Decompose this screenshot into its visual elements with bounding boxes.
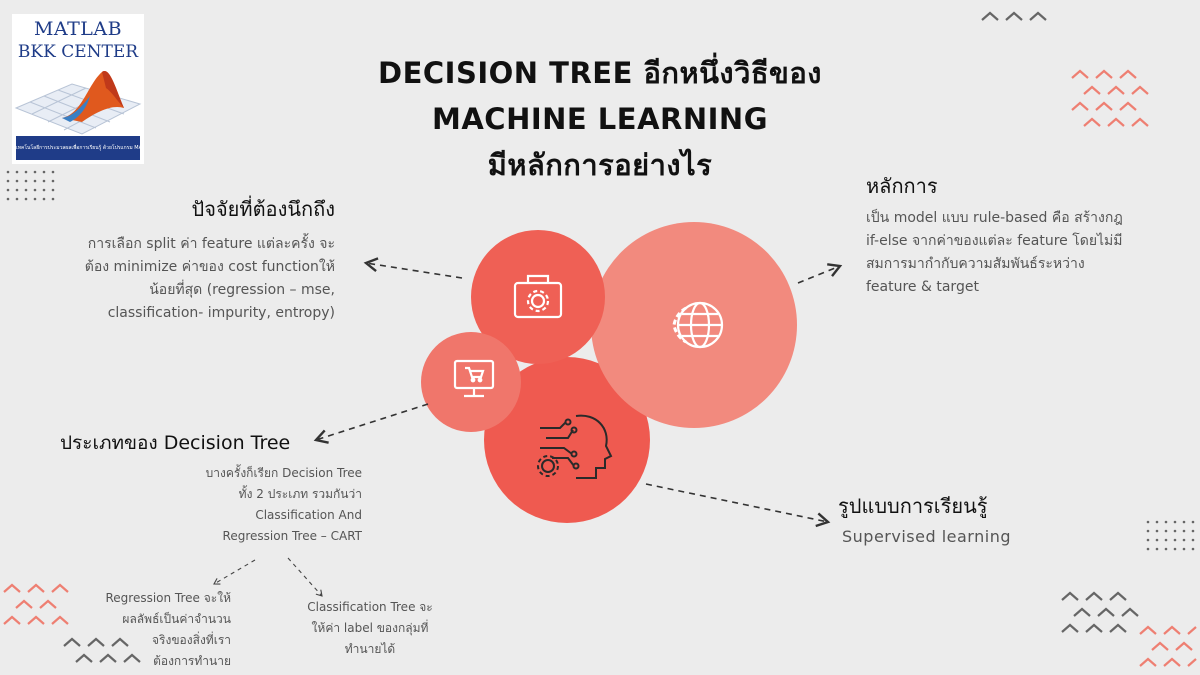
- regression-line-4: ต้องการทำนาย: [153, 654, 231, 668]
- classification-line-2: ให้ค่า label ของกลุ่มที่: [311, 621, 429, 635]
- regression-line-1: Regression Tree จะให้: [105, 591, 231, 605]
- circle-factors: [471, 230, 605, 364]
- regression-line-3: จริงของสิ่งที่เรา: [152, 633, 231, 647]
- factors-heading: ปัจจัยที่ต้องนึกถึง: [191, 197, 335, 221]
- globe-gear-icon: [672, 301, 724, 349]
- connector-factors: [363, 257, 463, 279]
- briefcase-gear-icon: [513, 274, 563, 319]
- factors-line-1: การเลือก split ค่า feature แต่ละครั้ง จะ: [87, 236, 335, 252]
- circle-ai: [484, 357, 650, 523]
- ai-head-gear-icon: [537, 414, 613, 479]
- regression-tree-note: Regression Tree จะให้ ผลลัพธ์เป็นค่าจำนว…: [96, 588, 231, 672]
- types-line-1: บางครั้งก็เรียก Decision Tree: [205, 466, 362, 480]
- chevron-pattern-bottom-right-dark: [1061, 591, 1139, 633]
- connector-principle: [797, 263, 843, 284]
- connectors-small: [213, 557, 323, 597]
- principle-line-3: สมการมากำกับความสัมพันธ์ระหว่าง: [866, 256, 1085, 272]
- principle-line-2: if-else จากค่าของแต่ละ feature โดยไม่มี: [866, 233, 1123, 249]
- classification-line-3: ทำนายได้: [344, 642, 396, 656]
- logo-strip: เทคโนโลยีการประมวลผลเพื่อการเรียนรู้ ด้ว…: [16, 136, 140, 160]
- circle-types: [421, 332, 521, 432]
- chevron-pattern-bottom-left-dark: [63, 637, 141, 663]
- types-line-3: Classification And: [255, 508, 362, 522]
- factors-description: การเลือก split ค่า feature แต่ละครั้ง จะ…: [40, 233, 335, 325]
- factors-line-2: ต้อง minimize ค่าของ cost functionให้: [84, 259, 335, 275]
- regression-line-2: ผลลัพธ์เป็นค่าจำนวน: [122, 612, 231, 626]
- logo-line-2: BKK CENTER: [17, 42, 139, 62]
- types-line-2: ทั้ง 2 ประเภท รวมกันว่า: [238, 487, 362, 501]
- connector-learning: [645, 483, 831, 528]
- matlab-membrane-icon: [14, 71, 142, 135]
- logo-line-1: MATLAB: [33, 18, 123, 40]
- principle-line-1: เป็น model แบบ rule-based คือ สร้างกฎ: [866, 210, 1123, 226]
- monitor-cart-icon: [453, 359, 495, 398]
- types-description: บางครั้งก็เรียก Decision Tree ทั้ง 2 ประ…: [160, 463, 362, 547]
- dot-grid-left: [6, 170, 55, 201]
- connector-types: [313, 403, 429, 444]
- title-line-3: มีหลักการอย่างไร: [487, 148, 713, 182]
- title-line-2: MACHINE LEARNING: [431, 102, 769, 136]
- principle-line-4: feature & target: [866, 279, 979, 295]
- classification-tree-note: Classification Tree จะ ให้ค่า label ของก…: [300, 597, 440, 660]
- matlab-bkk-logo: MATLAB BKK CENTER เทคโนโลยีการประมวลผลเพ…: [12, 14, 144, 164]
- types-heading: ประเภทของ Decision Tree: [60, 432, 291, 454]
- chevron-pattern-top-right-dark: [981, 11, 1047, 21]
- factors-line-4: classification- impurity, entropy): [107, 305, 335, 321]
- principle-description: เป็น model แบบ rule-based คือ สร้างกฎ if…: [866, 207, 1166, 299]
- dot-grid-right: [1146, 520, 1195, 551]
- page-title: DECISION TREE อีกหนึ่งวิธีของ MACHINE LE…: [300, 50, 900, 188]
- learning-heading: รูปแบบการเรียนรู้: [838, 494, 988, 518]
- title-line-1: DECISION TREE อีกหนึ่งวิธีของ: [378, 56, 822, 90]
- chevron-pattern-bottom-left-coral: [3, 583, 69, 625]
- types-line-4: Regression Tree – CART: [222, 529, 362, 543]
- chevron-pattern-bottom-right-coral: [1139, 625, 1197, 667]
- factors-line-3: น้อยที่สุด (regression – mse,: [149, 282, 335, 298]
- connectors: [313, 257, 843, 528]
- classification-line-1: Classification Tree จะ: [307, 600, 433, 614]
- connector-regression: [213, 559, 256, 585]
- principle-heading: หลักการ: [866, 174, 938, 198]
- connector-classification: [287, 557, 323, 597]
- chevron-pattern-top-right-coral: [1071, 69, 1149, 127]
- learning-value: Supervised learning: [842, 527, 1011, 546]
